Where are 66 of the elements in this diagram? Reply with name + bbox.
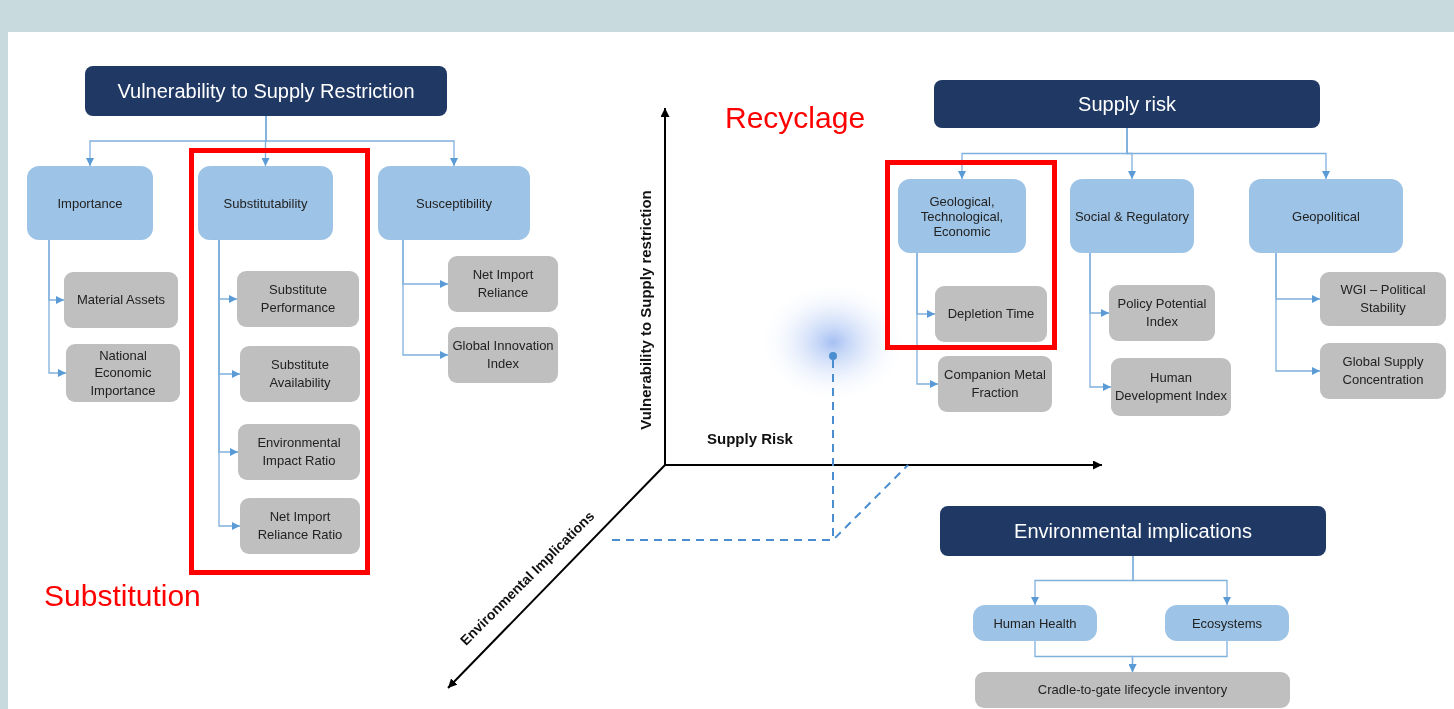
node-label: Net Import Reliance Ratio [256,508,344,544]
axis-label: Supply Risk [707,430,793,447]
connector-arrow [218,239,241,530]
indicator-box [238,424,360,480]
header-box [934,80,1320,128]
connector-arrow [402,239,449,359]
node-label: Geological, Technological, Economic [919,193,1005,239]
connector-arrow [1132,555,1231,606]
node-label: Susceptibility [416,195,492,211]
node-label: Human Health [993,615,1077,631]
node-label: Importance [57,195,123,211]
connector-arrow [1128,640,1228,673]
indicator-box [1111,358,1231,416]
node-label: WGI – Political Stability [1339,281,1427,317]
node-label: Material Assets [76,291,166,309]
node-label: Substitutability [223,195,308,211]
indicator-box [1109,285,1215,341]
node-label: National Economic Importance [89,346,157,400]
indicator-box [240,498,360,554]
node-label: Cradle-to-gate lifecycle inventory [1037,681,1228,699]
connector-arrow [48,239,67,377]
header-box [85,66,447,116]
axis-label: Vulnerability to Supply restriction [636,190,654,430]
node-label: Human Development Index [1114,369,1228,405]
connector-arrow [265,115,458,167]
node-label: Global Supply Concentration [1341,353,1425,389]
indicator-box [1320,343,1446,399]
node-label: Policy Potential Index [1116,295,1208,331]
node-label: Global Innovation Index [451,337,555,373]
node-label: Companion Metal Fraction [943,366,1047,402]
node-label: Substitute Availability [268,356,332,392]
indicator-box [240,346,360,402]
category-box [1070,179,1194,253]
category-box [378,166,530,240]
indicator-box [935,286,1047,342]
indicator-box [237,271,359,327]
category-box [198,166,333,240]
header-box [940,506,1326,556]
indicator-box [938,356,1052,412]
node-label: Depletion Time [947,305,1035,323]
indicator-box [1320,272,1446,326]
node-label: Ecosystems [1191,615,1263,631]
frame-heading: Recyclage [725,101,866,135]
node-label: Environmental Impact Ratio [256,434,342,470]
category-box [1165,605,1289,641]
indicator-box [66,344,180,402]
indicator-box [64,272,178,328]
category-box [898,179,1026,253]
category-box [973,605,1097,641]
indicator-box [975,672,1290,708]
node-label: Supply risk [1078,92,1176,116]
category-box [1249,179,1403,253]
node-label: Social & Regulatory [1074,208,1190,224]
category-box [27,166,153,240]
connector-arrow [1126,127,1330,180]
connector-arrow [1275,252,1321,375]
connector-arrow [1089,252,1112,391]
node-label: Vulnerability to Supply Restriction [117,79,415,103]
node-label: Environmental implications [1014,519,1252,543]
node-label: Net Import Reliance [471,266,535,302]
frame-heading: Substitution [44,579,201,613]
indicator-box [448,327,558,383]
indicator-box [448,256,558,312]
node-label: Substitute Performance [259,281,337,317]
connector-arrow [916,252,939,388]
node-label: Geopolitical [1292,208,1360,224]
